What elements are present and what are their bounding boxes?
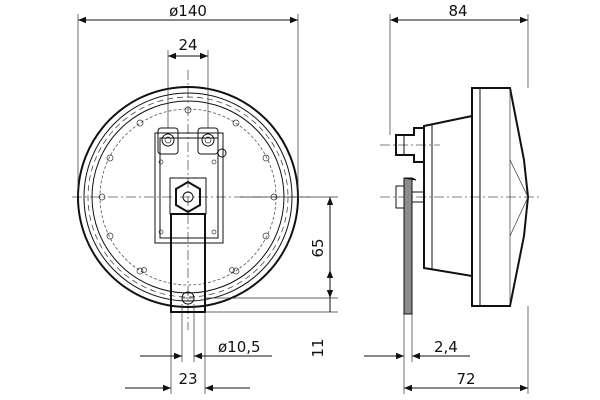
dim-bracket-width: 23 [178, 370, 197, 388]
dim-height-11: 11 [309, 338, 327, 357]
front-bell [471, 87, 530, 307]
dim-depth: 84 [448, 2, 467, 20]
terminal-plate-inner [159, 137, 219, 239]
side-view-dimensions: 84 2,4 72 [364, 2, 529, 394]
dim-diameter: ø140 [169, 2, 207, 20]
hex-nut [175, 180, 201, 214]
front-view-dimensions: ø140 24 65 11 ø10,5 23 [77, 2, 338, 394]
terminal-left [157, 127, 179, 155]
dim-bracket-thickness: 2,4 [434, 338, 458, 356]
dim-offset-72: 72 [456, 370, 475, 388]
side-view [380, 87, 540, 315]
dim-mount-spacing: 24 [178, 36, 197, 54]
mounting-bracket [170, 213, 206, 313]
front-view [72, 70, 310, 330]
rear-housing [423, 114, 473, 278]
side-terminal [395, 127, 425, 163]
terminal-right [197, 127, 219, 155]
stud [182, 191, 194, 203]
small-terminal-stud [217, 148, 227, 158]
vent-holes [98, 106, 278, 275]
terminal-plate [154, 132, 224, 244]
side-bracket [403, 177, 413, 315]
dim-hole-diameter: ø10,5 [218, 338, 261, 356]
dim-height-65: 65 [309, 238, 327, 257]
